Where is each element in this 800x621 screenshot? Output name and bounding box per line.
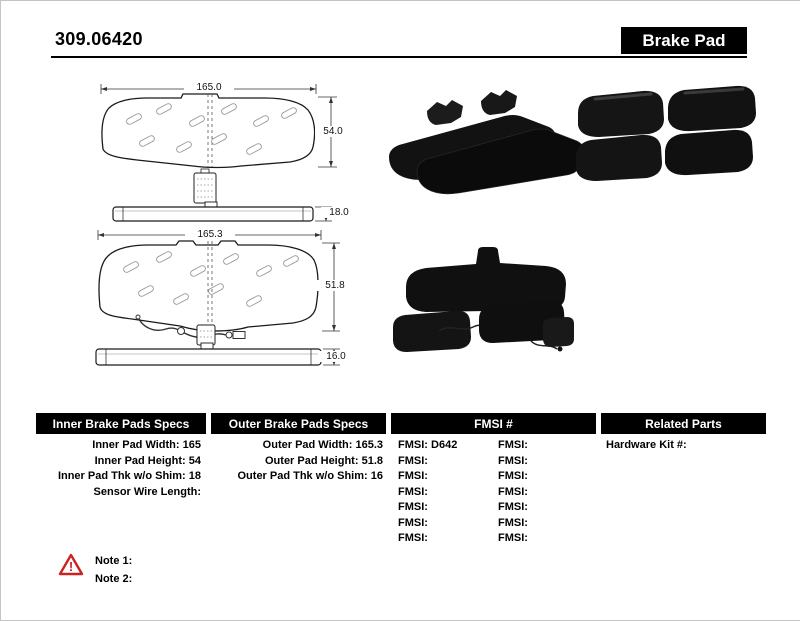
spec-row: Outer Pad Width: 165.3: [262, 439, 383, 451]
spec-row: Outer Pad Height: 51.8: [265, 454, 383, 467]
outer-height-dim-label: 51.8: [317, 280, 353, 291]
spec-row: Sensor Wire Length:: [93, 485, 201, 498]
fmsi-left-rows: FMSI: D642 FMSI: FMSI: FMSI: FMSI: FMSI:…: [398, 438, 493, 547]
outer-specs-header: Outer Brake Pads Specs: [211, 413, 386, 434]
spec-row: Inner Pad Thk w/o Shim: 18: [57, 470, 201, 482]
inner-pad-technical-drawing: [100, 84, 337, 222]
related-parts-header-label: Related Parts: [645, 416, 722, 431]
note-1-label: Note 1:: [95, 555, 133, 567]
brake-pad-product-photos: [389, 85, 756, 352]
inner-thickness-dim-label: 18.0: [321, 207, 357, 218]
friction-surface-stamps: [123, 251, 299, 307]
spec-row: Inner Pad Width: 165: [92, 439, 201, 451]
inner-width-dim-label: 165.0: [184, 82, 234, 93]
product-type-label: Brake Pad: [642, 30, 726, 50]
part-number: 309.06420: [55, 29, 143, 49]
related-parts-header: Related Parts: [601, 413, 766, 434]
fmsi-row: FMSI:: [498, 439, 528, 451]
outer-width-dim-label: 165.3: [185, 229, 235, 240]
outer-specs-rows: Outer Pad Width: 165.3 Outer Pad Height:…: [211, 438, 384, 485]
spec-row: Outer Pad Thk w/o Shim: 16: [237, 470, 384, 482]
fmsi-row: FMSI:: [398, 532, 428, 544]
outer-pad-technical-drawing: [95, 230, 340, 366]
pad-set-with-clips-photo: [389, 90, 584, 195]
fmsi-header: FMSI #: [391, 413, 596, 434]
fmsi-row: FMSI:: [498, 516, 528, 529]
outer-thickness-dim-label: 16.0: [318, 351, 354, 362]
outer-pad-clip-part: [196, 324, 216, 346]
outer-specs-header-label: Outer Brake Pads Specs: [228, 416, 369, 431]
outer-pad-side-view: [95, 342, 322, 366]
spec-row: Inner Pad Height: 54: [94, 454, 201, 467]
inner-specs-header: Inner Brake Pads Specs: [36, 413, 206, 434]
note-2-label: Note 2:: [95, 573, 133, 585]
warning-triangle-icon: !: [58, 553, 84, 576]
fmsi-row: FMSI: D642: [398, 439, 458, 451]
inner-pad-side-view: [112, 201, 314, 222]
fmsi-row: FMSI:: [398, 485, 428, 498]
inner-pad-clip-part: [193, 168, 217, 204]
fmsi-row: FMSI:: [498, 485, 528, 498]
product-type-banner: Brake Pad: [621, 27, 747, 54]
pad-set-with-sensors-photo: [393, 247, 574, 352]
fmsi-row: FMSI:: [398, 470, 428, 482]
fmsi-right-rows: FMSI: FMSI: FMSI: FMSI: FMSI: FMSI: FMSI…: [498, 438, 593, 547]
fmsi-row: FMSI:: [398, 454, 428, 467]
friction-surface-stamps: [126, 103, 297, 155]
fmsi-row: FMSI:: [498, 454, 528, 467]
fmsi-row: FMSI:: [398, 501, 428, 513]
outer-pad-outline: [98, 240, 319, 332]
fmsi-row: FMSI:: [498, 532, 528, 544]
fmsi-row: FMSI:: [498, 501, 528, 513]
spec-row: Hardware Kit #:: [606, 439, 687, 451]
fmsi-row: FMSI:: [398, 516, 428, 529]
fmsi-header-label: FMSI #: [474, 416, 513, 431]
inner-specs-rows: Inner Pad Width: 165 Inner Pad Height: 5…: [36, 438, 201, 500]
inner-specs-header-label: Inner Brake Pads Specs: [52, 416, 190, 431]
fmsi-row: FMSI:: [498, 470, 528, 482]
related-parts-rows: Hardware Kit #:: [606, 438, 764, 454]
warning-exclamation: !: [69, 559, 73, 574]
header-divider: [51, 56, 747, 58]
inner-height-dim-label: 54.0: [315, 126, 351, 137]
four-pad-set-photo: [576, 85, 756, 181]
